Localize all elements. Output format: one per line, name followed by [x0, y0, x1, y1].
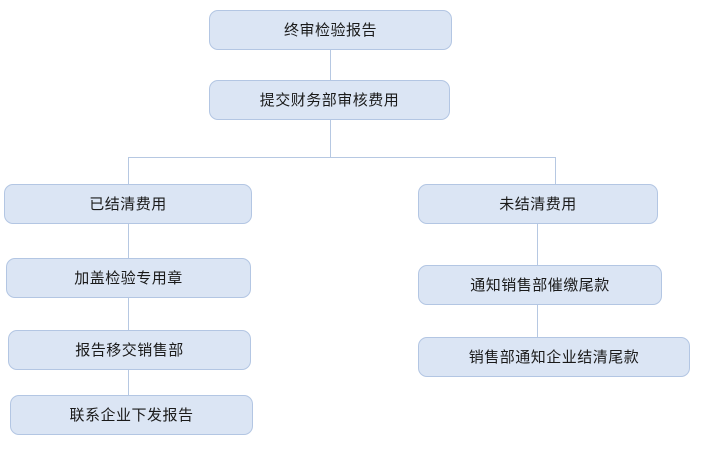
connector-branch-left-drop [128, 157, 129, 184]
connector-settled-to-seal [128, 224, 129, 258]
connector-branch-horizontal [128, 157, 556, 158]
connector-finance-to-branch [330, 120, 331, 157]
node-submit-finance-review-fee[interactable]: 提交财务部审核费用 [209, 80, 450, 120]
node-label: 未结清费用 [499, 195, 577, 213]
node-label: 已结清费用 [89, 195, 167, 213]
connector-transfer-to-contact [128, 370, 129, 395]
node-fee-unsettled[interactable]: 未结清费用 [418, 184, 658, 224]
node-report-transfer-to-sales[interactable]: 报告移交销售部 [8, 330, 251, 370]
connector-seal-to-transfer [128, 298, 129, 330]
node-contact-enterprise-issue-report[interactable]: 联系企业下发报告 [10, 395, 253, 435]
node-label: 通知销售部催缴尾款 [470, 276, 610, 294]
node-label: 提交财务部审核费用 [259, 91, 400, 109]
node-fee-settled[interactable]: 已结清费用 [4, 184, 252, 224]
node-label: 联系企业下发报告 [69, 406, 194, 424]
node-label: 终审检验报告 [283, 21, 377, 39]
node-label: 加盖检验专用章 [74, 269, 183, 287]
node-final-inspection-report[interactable]: 终审检验报告 [209, 10, 452, 50]
node-label: 销售部通知企业结清尾款 [468, 348, 640, 366]
connector-unsettled-to-notify [537, 224, 538, 265]
node-affix-inspection-seal[interactable]: 加盖检验专用章 [6, 258, 251, 298]
node-notify-sales-collect-balance[interactable]: 通知销售部催缴尾款 [418, 265, 662, 305]
node-label: 报告移交销售部 [75, 341, 184, 359]
connector-notify-to-sales-settle [537, 305, 538, 337]
node-sales-notify-enterprise-settle[interactable]: 销售部通知企业结清尾款 [418, 337, 690, 377]
connector-branch-right-drop [555, 157, 556, 184]
connector-report-to-finance [330, 50, 331, 80]
